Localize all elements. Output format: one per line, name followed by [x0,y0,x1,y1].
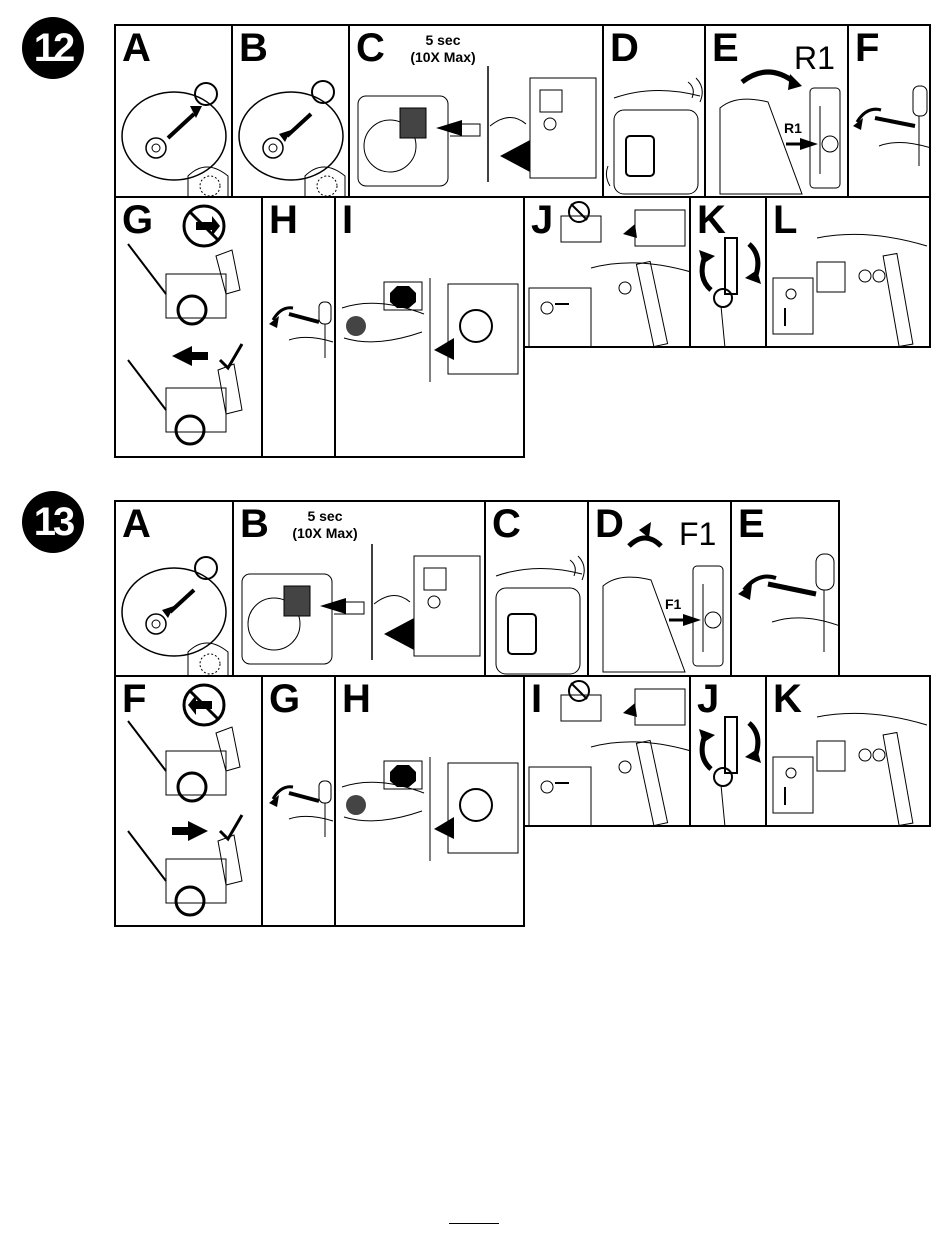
stop-icon [390,286,416,308]
step13-panel-a: A [114,500,234,677]
primer-illustration [234,502,486,677]
footer-rule [449,1223,499,1224]
step12-panel-l: L [765,196,931,348]
step13-panel-b: B 5 sec(10X Max) [232,500,486,677]
tighten-bolt-illustration [691,677,767,827]
step12-panel-k: K [689,196,767,348]
key-remove-illustration [116,502,234,677]
release-lever-illustration [263,677,336,927]
cotter-pin-illustration [767,198,931,348]
step13-panel-h: H [334,675,525,927]
step12-panel-d: D [602,24,706,198]
snowblower-forward-illustration [116,677,263,927]
step13-panel-j: J [689,675,767,827]
shear-pin-illustration [525,198,691,348]
engine-running-illustration [486,502,589,677]
engine-running-illustration [604,26,706,198]
key-remove-illustration [233,26,350,198]
shift-lever-illustration [706,26,849,198]
step12-panel-j: J [523,196,691,348]
step13-panel-k: K [765,675,931,827]
step12-panel-f: F [847,24,931,198]
step13-panel-c: C [484,500,589,677]
check-icon [220,344,242,368]
step13-panel-f: F [114,675,263,927]
tighten-bolt-illustration [691,198,767,348]
step-number-13: 13 [22,491,84,553]
step12-panel-b: B [231,24,350,198]
step12-panel-i: I [334,196,525,458]
drive-lever-illustration [732,502,840,677]
step13-panel-g: G [261,675,336,927]
arrow-right-icon [188,821,208,841]
release-lever-illustration [263,198,336,458]
step12-panel-h: H [261,196,336,458]
primer-bulb-icon [400,108,426,138]
step13-panel-i: I [523,675,691,827]
step12-panel-g: G [114,196,263,458]
arrow-left-icon [172,346,192,366]
shear-pin-illustration [525,677,691,827]
step13-panel-d: D F1 F1 [587,500,732,677]
step12-panel-e: E R1 R1 [704,24,849,198]
stop-icon [390,765,416,787]
cotter-pin-illustration [767,677,931,827]
step12-panel-a: A [114,24,233,198]
shift-lever-illustration [589,502,732,677]
stop-engine-illustration [336,677,525,927]
key-insert-illustration [116,26,233,198]
drive-lever-illustration [849,26,931,198]
step13-panel-e: E [730,500,840,677]
step-number-12: 12 [22,17,84,79]
check-icon [220,815,242,839]
snowblower-reverse-illustration [116,198,263,458]
stop-engine-illustration [336,198,525,458]
primer-illustration [350,26,604,198]
primer-bulb-icon [284,586,310,616]
step12-panel-c: C 5 sec(10X Max) [348,24,604,198]
